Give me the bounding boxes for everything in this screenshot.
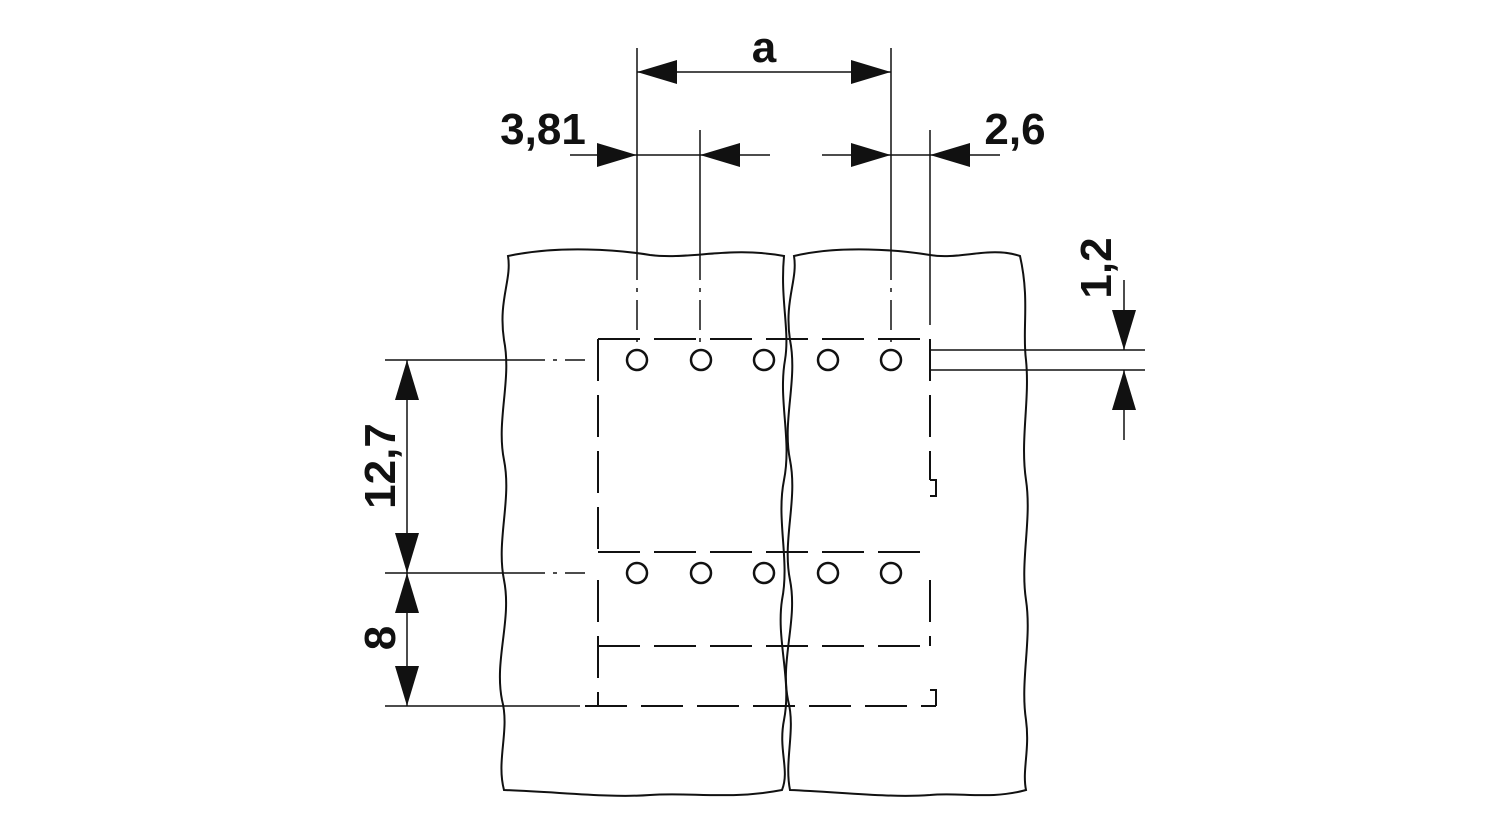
- dimension-1-2-label: 1,2: [1072, 237, 1121, 298]
- dimension-12-7: 12,7: [356, 360, 419, 573]
- dimension-1-2: 1,2: [1072, 237, 1136, 440]
- dimension-a: a: [637, 23, 891, 84]
- hole: [625, 561, 649, 585]
- dimension-a-label: a: [752, 23, 777, 72]
- drill-holes-top-row: [625, 348, 903, 372]
- right-body-outline: [784, 248, 1029, 797]
- footprint-notches: [930, 479, 937, 706]
- dimension-12-7-label: 12,7: [356, 423, 405, 509]
- footprint-dashed-outline: [585, 338, 936, 707]
- hole: [879, 561, 903, 585]
- dimension-2-6-label: 2,6: [984, 105, 1045, 154]
- hole: [689, 348, 713, 372]
- connector-body-outlines: [498, 248, 1029, 797]
- horizontal-extension-lines: [385, 349, 1145, 707]
- dimension-3-81-label: 3,81: [500, 105, 586, 154]
- dimension-8: 8: [356, 573, 419, 706]
- dimension-3-81: 3,81: [500, 105, 770, 167]
- hole: [879, 348, 903, 372]
- hole: [689, 561, 713, 585]
- left-body-outline: [498, 248, 788, 797]
- hole: [752, 561, 776, 585]
- dimension-2-6: 2,6: [822, 105, 1046, 167]
- hole: [816, 348, 840, 372]
- drill-holes-bottom-row: [625, 561, 903, 585]
- hole: [752, 348, 776, 372]
- hole: [816, 561, 840, 585]
- dimension-8-label: 8: [356, 626, 405, 650]
- hole: [625, 348, 649, 372]
